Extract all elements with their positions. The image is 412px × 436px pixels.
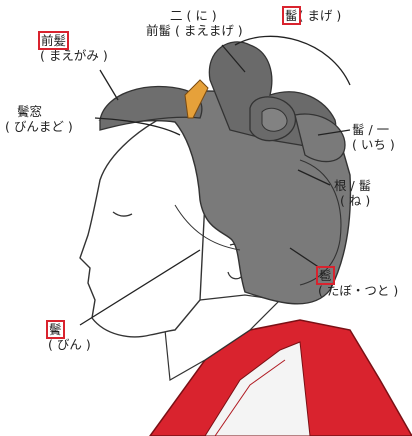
- label-tabo: 髱 ( たぼ・つと ): [316, 266, 399, 298]
- kushi-comb: [184, 79, 209, 119]
- leader-ichi: [317, 129, 351, 136]
- label-bin: 鬢 ( びん ): [46, 320, 91, 352]
- label-tabo-reading: ( たぼ・つと ): [318, 283, 399, 298]
- label-ichi-reading: ( いち ): [352, 137, 395, 152]
- label-ne-reading: ( ね ): [340, 193, 371, 208]
- label-ne-term: 根 / 髷: [334, 178, 372, 193]
- leader-ne: [297, 169, 331, 186]
- label-maegami-term: 前髪: [37, 31, 70, 50]
- label-maegami: 前髪 ( まえがみ ): [37, 31, 108, 63]
- label-ne: 根 / 髷 ( ね ): [334, 178, 371, 208]
- label-binmado-term: 鬢窓: [17, 104, 43, 119]
- label-binmado-reading: ( びんまど ): [5, 119, 73, 134]
- label-bin-reading: ( びん ): [48, 337, 91, 352]
- label-futani-line1: 二 ( に ): [170, 8, 217, 23]
- hair-tabo-curve: [299, 159, 342, 286]
- label-mage: 髷( まげ ): [282, 6, 342, 25]
- face: [79, 109, 206, 338]
- hair-mage-right: [294, 113, 346, 163]
- label-mage-term: 髷: [282, 6, 301, 25]
- leader-bin: [79, 249, 201, 326]
- label-bin-term: 鬢: [46, 320, 65, 339]
- label-ichi-term: 髷 / 一: [352, 122, 390, 137]
- label-futani-line2: 前髷 ( まえまげ ): [146, 23, 243, 38]
- leader-tabo: [289, 247, 321, 269]
- label-binmado: 鬢窓 ( びんまど ): [5, 104, 73, 134]
- label-futani: 二 ( に ) 前髷 ( まえまげ ): [146, 8, 243, 38]
- leader-futani: [221, 44, 246, 73]
- label-tabo-term: 髱: [316, 266, 335, 285]
- label-ichi: 髷 / 一 ( いち ): [352, 122, 395, 152]
- hair-inner-line: [174, 204, 241, 251]
- mage-arc: [234, 35, 351, 86]
- leader-maegami: [99, 69, 119, 101]
- closed-eye: [112, 211, 133, 217]
- leader-binmado: [94, 117, 181, 136]
- label-maegami-reading: ( まえがみ ): [40, 48, 108, 63]
- neck: [164, 294, 282, 381]
- label-mage-reading: ( まげ ): [298, 8, 342, 23]
